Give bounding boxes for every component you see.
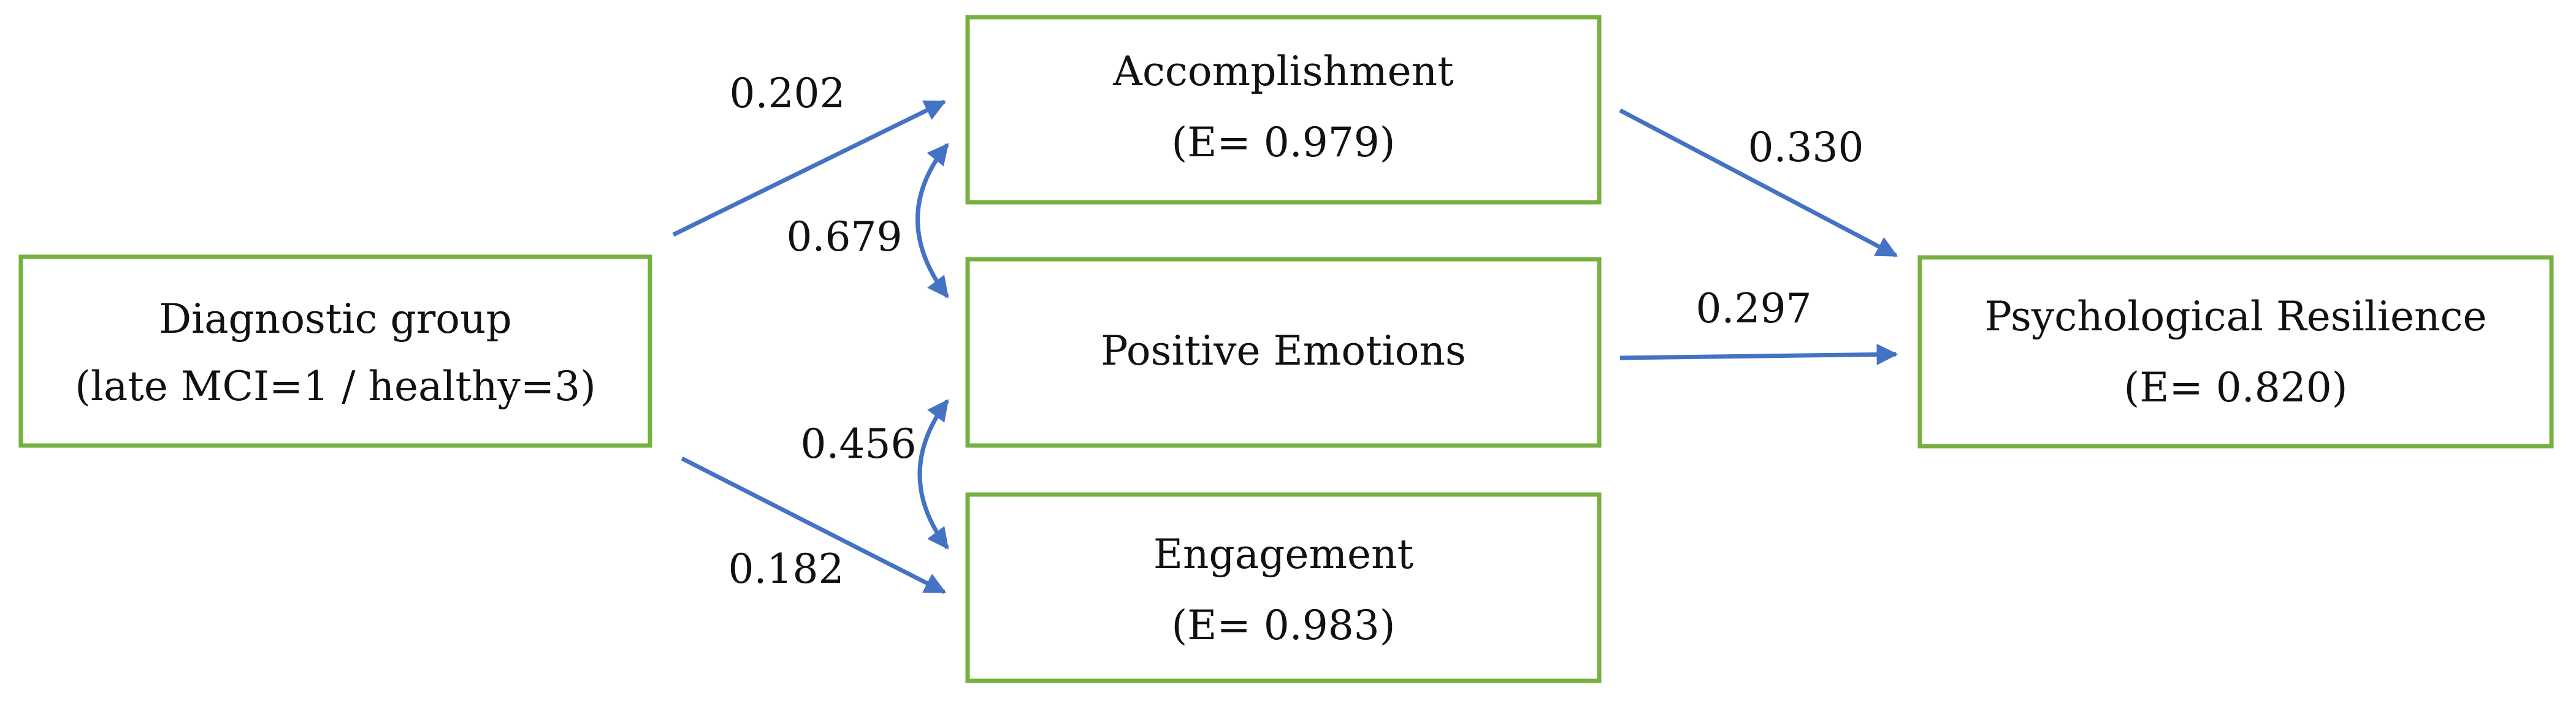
edge-diagnostic-to-engagement bbox=[681, 456, 947, 594]
node-diagnostic-group-box bbox=[18, 254, 652, 448]
node-positive-emotions-box bbox=[965, 257, 1602, 448]
edge-positive-to-resilience bbox=[1619, 343, 1898, 365]
label-positive-engagement-covariance: 0.456 bbox=[801, 420, 917, 468]
node-psychological-resilience: Psychological Resilience (E= 0.820) bbox=[1917, 255, 2554, 449]
label-positive-to-resilience: 0.297 bbox=[1696, 285, 1812, 332]
node-engagement-line1: Engagement bbox=[1153, 531, 1413, 578]
edge-labels: 0.202 0.679 0.456 0.182 0.330 0.297 bbox=[728, 70, 1864, 593]
node-positive-emotions-line1: Positive Emotions bbox=[1101, 327, 1466, 374]
label-diagnostic-to-engagement: 0.182 bbox=[728, 545, 844, 593]
node-psychological-resilience-line1: Psychological Resilience bbox=[1984, 293, 2486, 340]
node-positive-emotions: Positive Emotions bbox=[965, 257, 1602, 448]
node-engagement-box bbox=[965, 492, 1602, 683]
node-diagnostic-group-line1: Diagnostic group bbox=[159, 295, 512, 343]
covariance-accomplishment-positive bbox=[915, 143, 949, 298]
node-psychological-resilience-line2: (E= 0.820) bbox=[2124, 364, 2348, 411]
node-accomplishment: Accomplishment (E= 0.979) bbox=[965, 15, 1602, 205]
node-accomplishment-line1: Accomplishment bbox=[1112, 48, 1453, 95]
node-diagnostic-group: Diagnostic group (late MCI=1 / healthy=3… bbox=[18, 254, 652, 448]
label-accomplishment-to-resilience: 0.330 bbox=[1748, 124, 1864, 171]
edge-diagnostic-to-accomplishment bbox=[672, 99, 947, 237]
node-accomplishment-line2: (E= 0.979) bbox=[1172, 119, 1396, 166]
edges bbox=[672, 99, 1898, 594]
node-engagement-line2: (E= 0.983) bbox=[1172, 602, 1396, 649]
node-psychological-resilience-box bbox=[1917, 255, 2554, 449]
label-diagnostic-to-accomplishment: 0.202 bbox=[730, 70, 846, 117]
node-accomplishment-box bbox=[965, 15, 1602, 205]
covariance-positive-engagement bbox=[917, 399, 949, 550]
node-engagement: Engagement (E= 0.983) bbox=[965, 492, 1602, 683]
edge-accomplishment-to-resilience bbox=[1619, 108, 1898, 258]
node-diagnostic-group-line2: (late MCI=1 / healthy=3) bbox=[75, 363, 596, 410]
label-accomplishment-positive-covariance: 0.679 bbox=[787, 213, 903, 260]
